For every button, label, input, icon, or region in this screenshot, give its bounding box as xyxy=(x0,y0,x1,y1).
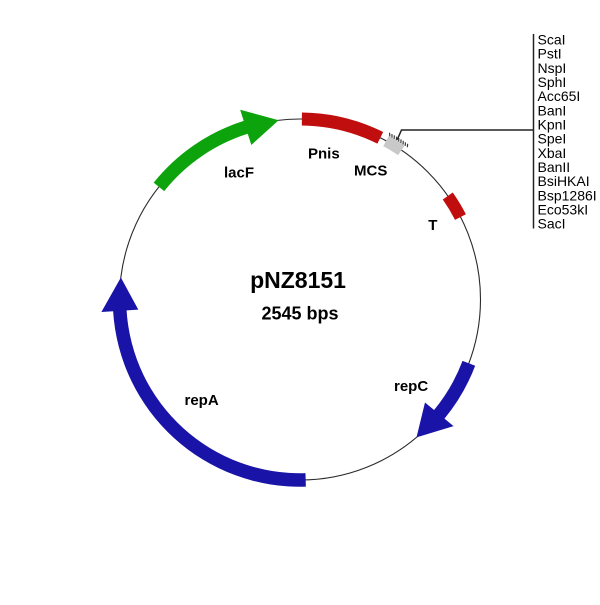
svg-text:lacF: lacF xyxy=(224,165,254,182)
svg-text:2545 bps: 2545 bps xyxy=(261,304,338,324)
svg-text:MCS: MCS xyxy=(354,162,387,179)
svg-text:T: T xyxy=(428,217,437,234)
svg-text:repC: repC xyxy=(394,378,428,395)
svg-text:pNZ8151: pNZ8151 xyxy=(250,267,346,293)
svg-text:Pnis: Pnis xyxy=(308,146,340,163)
svg-text:SacI: SacI xyxy=(538,216,566,232)
svg-text:repA: repA xyxy=(185,392,219,409)
